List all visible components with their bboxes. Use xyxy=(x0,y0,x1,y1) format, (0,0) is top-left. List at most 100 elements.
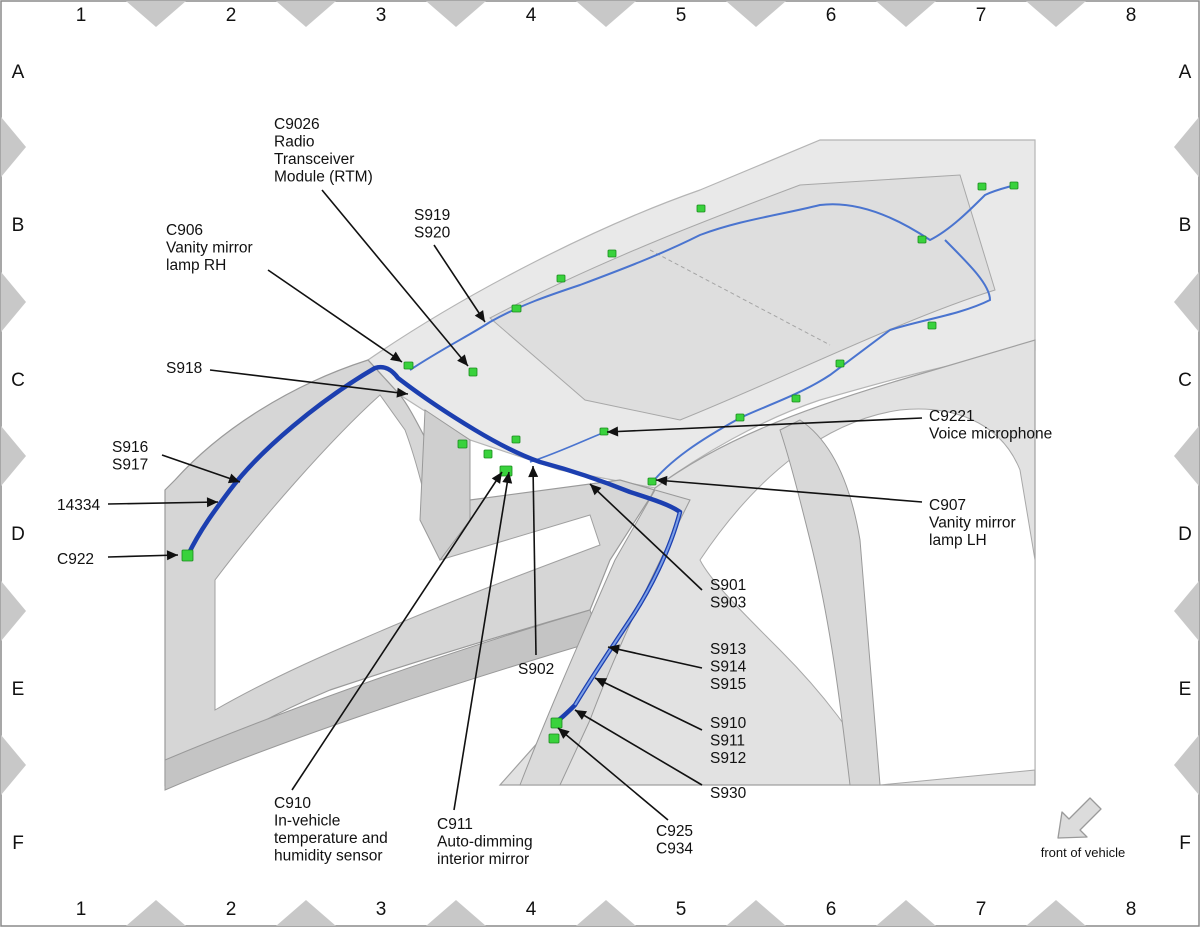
border-marker-bottom xyxy=(876,900,936,926)
border-marker-bottom xyxy=(426,900,486,926)
arrowhead-c910 xyxy=(491,472,502,484)
leader-s930 xyxy=(574,709,703,786)
grid-row-label-left: F xyxy=(12,833,24,854)
border-marker-top xyxy=(426,1,486,27)
connector-c925 xyxy=(550,717,563,729)
callout-s918: S918 xyxy=(166,360,202,377)
wiring-harness xyxy=(181,181,1019,744)
callout-c911: C911 Auto-dimming interior mirror xyxy=(437,816,537,868)
connector-roof-4 xyxy=(696,204,706,213)
harness-roof-branch-2 xyxy=(649,239,992,486)
leader-s902 xyxy=(532,465,537,656)
border-marker-top xyxy=(576,1,636,27)
leader-c925 xyxy=(557,727,669,821)
border-marker-right xyxy=(1174,272,1199,332)
arrowhead-c911 xyxy=(502,472,513,484)
leader-c922 xyxy=(107,554,179,558)
grid-column-label-top: 4 xyxy=(526,5,537,26)
arrowhead-c922 xyxy=(166,550,178,561)
connector-c922 xyxy=(181,549,194,562)
connector-c934 xyxy=(548,733,560,744)
connector-cluster-3 xyxy=(511,435,521,444)
leader-c9221 xyxy=(606,417,923,433)
grid-column-label-top: 6 xyxy=(826,5,837,26)
arrowhead-s916 xyxy=(227,473,240,484)
border-marker-top xyxy=(1026,1,1086,27)
arrowhead-c907 xyxy=(656,475,668,486)
arrowhead-s901 xyxy=(590,484,602,496)
connector-roof-1 xyxy=(511,304,522,313)
connector-roof-3 xyxy=(607,249,617,258)
leader-s918 xyxy=(209,369,409,395)
grid-row-label-left: B xyxy=(12,215,25,236)
grid-column-label-top: 7 xyxy=(976,5,987,26)
callout-c9026: C9026 Radio Transceiver Module (RTM) xyxy=(274,116,373,186)
harness-lower-highlight xyxy=(574,511,681,706)
grid-column-label-bottom: 6 xyxy=(826,899,837,920)
grid-row-label-left: C xyxy=(11,370,25,391)
leader-14334 xyxy=(107,501,219,505)
leader-s916 xyxy=(161,454,241,483)
border-marker-left xyxy=(1,117,26,177)
border-marker-right xyxy=(1174,581,1199,641)
border-marker-bottom xyxy=(1026,900,1086,926)
border-marker-top xyxy=(876,1,936,27)
arrow-down-left-icon xyxy=(1057,797,1102,839)
leader-c911 xyxy=(453,471,510,811)
border-marker-left xyxy=(1,735,26,795)
leader-s910 xyxy=(594,677,703,731)
leader-lines xyxy=(107,189,923,821)
sunroof-divider xyxy=(649,249,831,346)
grid-column-label-bottom: 4 xyxy=(526,899,537,920)
grid-column-label-bottom: 8 xyxy=(1126,899,1137,920)
callout-c910: C910 In-vehicle temperature and humidity… xyxy=(274,795,392,865)
arrowhead-s930 xyxy=(575,710,588,720)
grid-row-label-left: D xyxy=(11,524,25,545)
callout-c922: C922 xyxy=(57,551,94,568)
border-marker-right xyxy=(1174,735,1199,795)
front-of-vehicle-label: front of vehicle xyxy=(1041,845,1126,860)
grid-column-label-bottom: 2 xyxy=(226,899,237,920)
callout-s930: S930 xyxy=(710,785,747,802)
vehicle-body-illustration xyxy=(164,139,1036,791)
grid-column-label-bottom: 5 xyxy=(676,899,687,920)
grid-column-label-top: 2 xyxy=(226,5,237,26)
arrowhead-c925 xyxy=(558,728,570,739)
callout-c906: C906 Vanity mirror lamp RH xyxy=(166,222,257,274)
callout-s901: S901 S903 xyxy=(710,577,751,612)
callout-labels: C9026 Radio Transceiver Module (RTM) C90… xyxy=(57,116,1052,868)
connector-roof-9 xyxy=(835,359,845,368)
grid-row-label-left: E xyxy=(12,679,25,700)
leader-s913 xyxy=(607,646,703,669)
border-marker-right xyxy=(1174,117,1199,177)
connector-roof-8 xyxy=(927,321,937,330)
arrowhead-s902 xyxy=(528,466,539,478)
leader-c9026 xyxy=(321,189,469,367)
callout-s902: S902 xyxy=(518,661,554,678)
arrowhead-14334 xyxy=(206,497,218,508)
c-pillar xyxy=(779,419,881,786)
grid-column-label-bottom: 1 xyxy=(76,899,87,920)
arrowhead-c9221 xyxy=(607,426,619,437)
callout-s910: S910 S911 S912 xyxy=(710,715,751,767)
connector-roof-6 xyxy=(977,182,987,191)
leader-s919 xyxy=(433,244,486,323)
connector-c907 xyxy=(647,477,657,486)
arrowhead-s919 xyxy=(474,310,485,322)
arrowhead-c906 xyxy=(390,351,402,362)
arrowhead-s913 xyxy=(608,644,620,655)
orientation-indicator: front of vehicle xyxy=(1041,797,1126,860)
leader-c906 xyxy=(267,269,403,363)
arrowhead-c9026 xyxy=(457,354,468,366)
callout-c907: C907 Vanity mirror lamp LH xyxy=(929,497,1020,549)
connector-c9221 xyxy=(599,427,609,436)
grid-row-label-right: D xyxy=(1178,524,1192,545)
connector-roof-10 xyxy=(791,394,801,403)
border-marker-bottom xyxy=(276,900,336,926)
grid-row-label-right: B xyxy=(1179,215,1192,236)
front-door-opening xyxy=(214,394,601,711)
border-marker-left xyxy=(1,272,26,332)
grid-column-label-top: 1 xyxy=(76,5,87,26)
